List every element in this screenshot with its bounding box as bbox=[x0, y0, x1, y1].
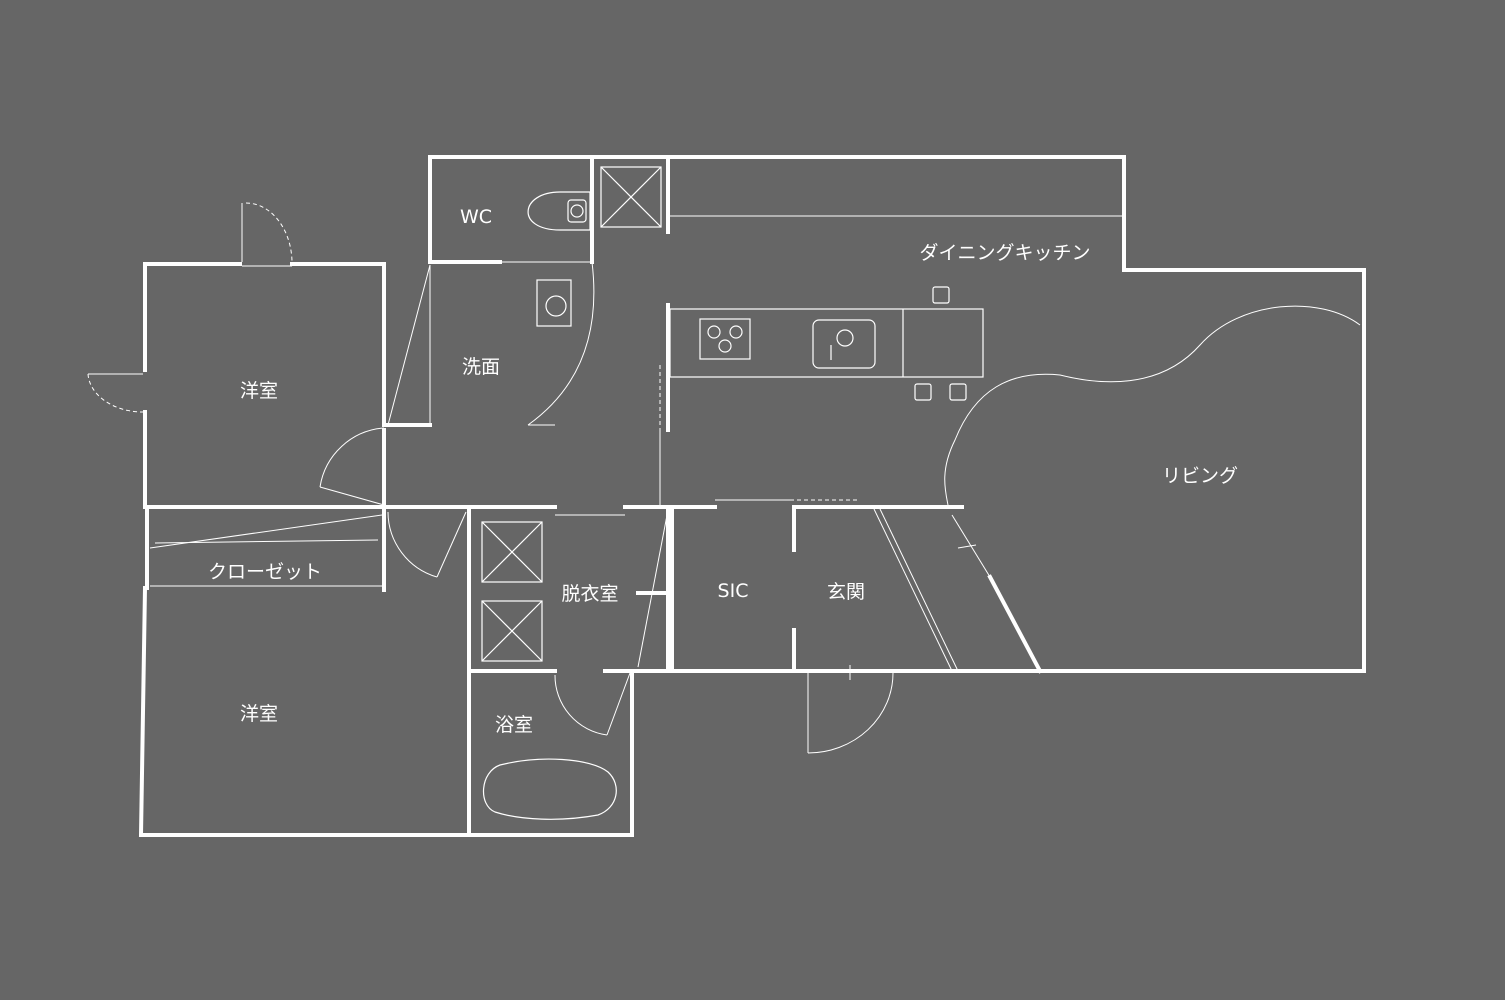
room-label-dining-kitchen: ダイニングキッチン bbox=[919, 242, 1090, 264]
room-labels: WC 洗面 ダイニングキッチン リビング 洋室 クローゼット 洋室 脱衣室 SI… bbox=[208, 206, 1238, 736]
bathtub-icon bbox=[482, 758, 617, 820]
stool-icon bbox=[932, 286, 950, 304]
room-label-dressing-room: 脱衣室 bbox=[561, 583, 618, 605]
room-label-western-room-upper: 洋室 bbox=[240, 380, 278, 402]
room-label-western-room-lower: 洋室 bbox=[240, 703, 278, 725]
washbasin-icon bbox=[536, 279, 572, 327]
stool-icon bbox=[949, 383, 967, 401]
sink-icon bbox=[812, 319, 876, 369]
room-label-wc: WC bbox=[460, 206, 492, 228]
stool-icon bbox=[914, 383, 932, 401]
fixtures bbox=[481, 166, 984, 820]
stove-icon bbox=[699, 318, 751, 360]
storage-box-icon bbox=[481, 521, 543, 583]
room-label-bathroom: 浴室 bbox=[495, 714, 533, 736]
room-label-living: リビング bbox=[1162, 465, 1238, 487]
room-label-entrance: 玄関 bbox=[827, 581, 865, 603]
storage-box-icon bbox=[481, 600, 543, 662]
toilet-icon bbox=[527, 191, 591, 231]
room-label-closet: クローゼット bbox=[208, 561, 322, 583]
room-label-washroom: 洗面 bbox=[462, 356, 500, 378]
storage-box-icon bbox=[600, 166, 662, 228]
room-label-sic: SIC bbox=[718, 580, 749, 602]
walls bbox=[138, 155, 1366, 837]
doors bbox=[87, 202, 894, 754]
details bbox=[149, 215, 1361, 672]
kitchen-counter bbox=[669, 308, 984, 378]
